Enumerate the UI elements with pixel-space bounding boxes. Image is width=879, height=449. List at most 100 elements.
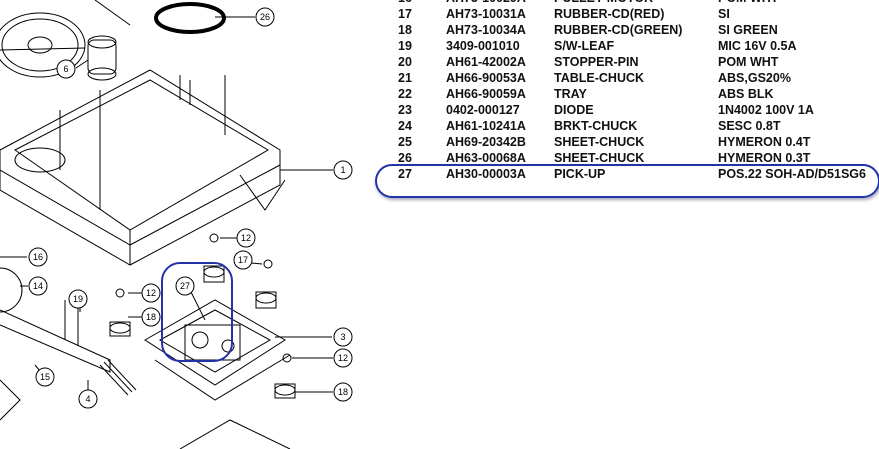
rubber-mounts-drawing	[109, 233, 296, 399]
callout-text: 6	[63, 64, 68, 74]
parts-cell-no: 23	[398, 103, 412, 117]
callout-26: 26	[255, 7, 275, 27]
callout-text: 18	[146, 312, 156, 322]
parts-cell-spec: POM WHT	[718, 0, 778, 6]
parts-cell-desc: S/W-LEAF	[554, 39, 615, 53]
parts-row: 17 AH73-10031A RUBBER-CD(RED) SI	[380, 6, 879, 22]
parts-cell-spec: HYMERON 0.3T	[718, 151, 811, 165]
callout-18: 18	[333, 382, 353, 402]
callout-17: 17	[233, 250, 253, 270]
parts-cell-spec: 1N4002 100V 1A	[718, 103, 814, 117]
parts-cell-spec: ABS,GS20%	[718, 71, 791, 85]
parts-cell-spec: MIC 16V 0.5A	[718, 39, 797, 53]
parts-cell-no: 18	[398, 23, 412, 37]
parts-cell-no: 22	[398, 87, 412, 101]
motor-drawing	[87, 35, 117, 81]
parts-cell-code: AH63-00068A	[446, 151, 526, 165]
callout-18: 18	[141, 307, 161, 327]
parts-cell-code: AH73-10034A	[446, 23, 526, 37]
callout-text: 18	[338, 387, 348, 397]
gear-drawing	[0, 0, 131, 78]
parts-cell-code: AH61-10241A	[446, 119, 526, 133]
callout-12: 12	[141, 283, 161, 303]
parts-row: 18 AH73-10034A RUBBER-CD(GREEN) SI GREEN	[380, 22, 879, 38]
parts-cell-code: AH30-00003A	[446, 167, 526, 181]
callout-text: 1	[340, 165, 345, 175]
parts-cell-desc: RUBBER-CD(GREEN)	[554, 23, 683, 37]
parts-cell-desc: TABLE-CHUCK	[554, 71, 645, 85]
callout-text: 26	[260, 12, 270, 22]
callout-text: 4	[85, 394, 90, 404]
callout-text: 27	[180, 281, 190, 291]
callout-14: 14	[28, 276, 48, 296]
callout-6: 6	[56, 59, 76, 79]
parts-cell-desc: DIODE	[554, 103, 594, 117]
parts-cell-desc: PULLEY-MOTOR	[554, 0, 653, 6]
parts-cell-spec: SESC 0.8T	[718, 119, 781, 133]
callout-19: 19	[68, 289, 88, 309]
parts-cell-code: AH73-10031A	[446, 7, 526, 21]
parts-row: 20 AH61-42002A STOPPER-PIN POM WHT	[380, 54, 879, 70]
parts-cell-no: 19	[398, 39, 412, 53]
parts-cell-no: 21	[398, 71, 412, 85]
parts-cell-code: AH66-90059A	[446, 87, 526, 101]
parts-cell-code: AH69-20342B	[446, 135, 526, 149]
callout-text: 12	[146, 288, 156, 298]
parts-cell-code: AH61-42002A	[446, 55, 526, 69]
pcb-drawing	[0, 267, 137, 421]
callout-15: 15	[35, 367, 55, 387]
parts-cell-spec: SI	[718, 7, 730, 21]
parts-cell-code: 0402-000127	[446, 103, 520, 117]
parts-cell-spec: ABS BLK	[718, 87, 774, 101]
callout-text: 3	[340, 332, 345, 342]
parts-cell-spec: POM WHT	[718, 55, 779, 69]
parts-cell-no: 16	[398, 0, 412, 6]
callout-4: 4	[78, 389, 98, 409]
parts-cell-no: 17	[398, 7, 412, 21]
parts-cell-code: AH73-10029A	[446, 0, 526, 6]
parts-cell-no: 20	[398, 55, 412, 69]
callout-text: 16	[33, 252, 43, 262]
callout-12: 12	[236, 228, 256, 248]
callout-text: 12	[241, 233, 251, 243]
parts-row: 26 AH63-00068A SHEET-CHUCK HYMERON 0.3T	[380, 150, 879, 166]
callout-3: 3	[333, 327, 353, 347]
callout-12: 12	[333, 348, 353, 368]
callout-text: 12	[338, 353, 348, 363]
parts-cell-code: 3409-001010	[446, 39, 520, 53]
parts-cell-no: 27	[398, 167, 412, 181]
pickup-highlight	[161, 262, 233, 362]
parts-cell-desc: PICK-UP	[554, 167, 606, 181]
parts-row: 19 3409-001010 S/W-LEAF MIC 16V 0.5A	[380, 38, 879, 54]
parts-row: 22 AH66-90059A TRAY ABS BLK	[380, 86, 879, 102]
belt-ring-drawing	[154, 2, 226, 34]
parts-row: 27 AH30-00003A PICK-UP POS.22 SOH-AD/D51SG6	[380, 166, 879, 182]
parts-cell-desc: SHEET-CHUCK	[554, 151, 645, 165]
parts-cell-desc: SHEET-CHUCK	[554, 135, 645, 149]
parts-row: 16 AH73-10029A PULLEY-MOTOR POM WHT	[380, 0, 879, 6]
parts-cell-no: 24	[398, 119, 412, 133]
callout-text: 19	[73, 294, 83, 304]
parts-cell-desc: TRAY	[554, 87, 587, 101]
callout-16: 16	[28, 247, 48, 267]
pickup-base-drawing	[144, 299, 291, 401]
parts-row: 23 0402-000127 DIODE 1N4002 100V 1A	[380, 102, 879, 118]
parts-cell-desc: RUBBER-CD(RED)	[554, 7, 665, 21]
callout-27: 27	[175, 276, 195, 296]
parts-row: 24 AH61-10241A BRKT-CHUCK SESC 0.8T	[380, 118, 879, 134]
parts-cell-desc: STOPPER-PIN	[554, 55, 639, 69]
parts-cell-spec: POS.22 SOH-AD/D51SG6	[718, 167, 866, 181]
parts-cell-spec: SI GREEN	[718, 23, 778, 37]
tray-frame-drawing	[0, 69, 286, 266]
parts-cell-no: 26	[398, 151, 412, 165]
callout-1: 1	[333, 160, 353, 180]
callout-text: 14	[33, 281, 43, 291]
pickup-row-highlight	[375, 164, 879, 198]
bottom-tray-drawing	[179, 419, 291, 449]
parts-cell-desc: BRKT-CHUCK	[554, 119, 638, 133]
callout-text: 15	[40, 372, 50, 382]
callout-text: 17	[238, 255, 248, 265]
